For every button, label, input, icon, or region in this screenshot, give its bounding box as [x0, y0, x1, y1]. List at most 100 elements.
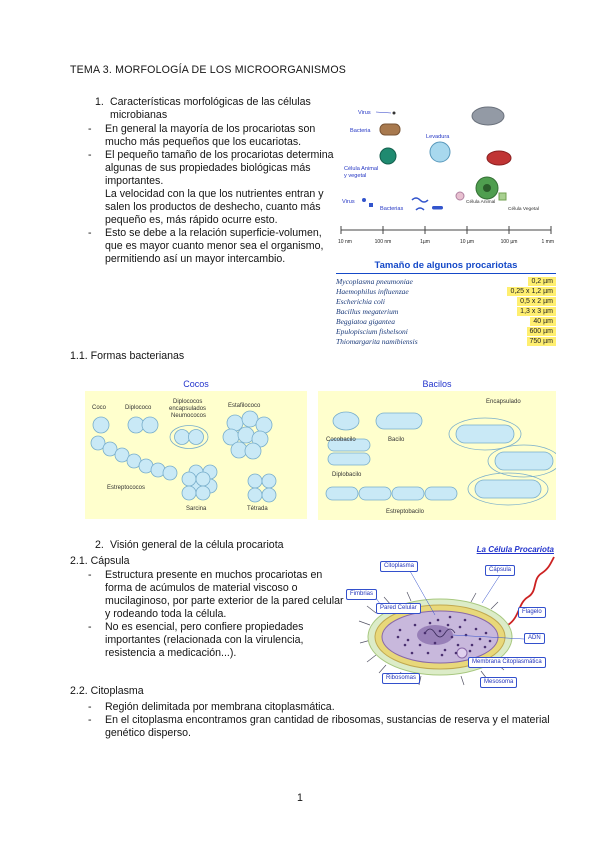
scale-tick-label: 1µm	[420, 239, 430, 245]
virus-icon	[362, 198, 366, 202]
plant-cell-small-icon	[498, 192, 507, 201]
virus-icon	[369, 203, 373, 207]
section-2-1-heading: 2.1. Cápsula	[70, 555, 130, 567]
citoplasma-label: Citoplasma	[380, 561, 419, 572]
plant-cell-small-label: Célula Vegetal	[508, 206, 539, 212]
cell-body	[367, 598, 513, 676]
size-comparison-svg: Virus Bacteria Célula Animal y vegetal L…	[338, 106, 554, 245]
yeast-cell-icon	[429, 141, 451, 163]
organism-name: Mycoplasma pneumoniae	[336, 276, 413, 286]
cocos-svg: Coco Diplococo Diplococos encapsulados N…	[90, 399, 277, 512]
bullet-list: - Región delimitada por membrana citopla…	[70, 701, 556, 740]
bullet-marker: -	[88, 621, 92, 633]
page-number: 1	[297, 792, 303, 804]
bullet-text: No es esencial, pero confiere propiedade…	[105, 621, 304, 659]
organism-name: Beggiatoa gigantea	[336, 316, 395, 326]
table-row: Epulopiscium fishelsoni 600 µm	[336, 326, 556, 336]
document-title: TEMA 3. MORFOLOGÍA DE LOS MICROORGANISMO…	[70, 64, 347, 76]
size-table-title: Tamaño de algunos procariotas	[336, 260, 556, 274]
bacteria-squiggle-icon	[411, 197, 429, 203]
item-number: 2.	[95, 539, 104, 551]
bacilo-label: Bacilo	[388, 437, 405, 443]
bacterias-label: Bacterias	[380, 206, 404, 212]
sarcina-cube-shape	[181, 464, 218, 501]
bullet-marker: -	[88, 714, 92, 726]
estreptobacilo-label: Estreptobacilo	[386, 509, 425, 515]
tetrada-label: Tétrada	[247, 506, 268, 512]
diplobacillus-shape	[327, 438, 371, 466]
bacillus-shape	[375, 412, 423, 430]
streptobacillus-chain-shape	[325, 486, 458, 501]
bullet-list: - En general la mayoría de los procariot…	[70, 123, 342, 266]
bacilos-canvas: Cocobacilo Bacilo Encapsulado Diplobacil…	[318, 391, 561, 520]
virus-bottom-label: Virus	[342, 199, 355, 205]
figure-organism-sizes: Virus Bacteria Célula Animal y vegetal L…	[336, 100, 556, 346]
bacteria-rod-icon	[379, 123, 401, 136]
section-2-2-block: 2.2. Citoplasma - Región delimitada por …	[70, 685, 556, 740]
virus-label: Virus	[358, 110, 371, 116]
section-1-1-heading: 1.1. Formas bacterianas	[70, 350, 185, 362]
bullet-text: En general la mayoría de los procariotas…	[105, 123, 316, 148]
left-labels-group: Virus Bacteria Célula Animal y vegetal	[344, 110, 401, 179]
prokaryote-cell-svg	[358, 556, 555, 686]
ribosomas-label: Ribosomas	[382, 673, 421, 684]
organism-size: 0,2 µm	[528, 276, 556, 286]
organism-size: 0,5 x 2 µm	[517, 296, 556, 306]
bullet-item: - Estructura presente en muchos procario…	[70, 569, 346, 621]
coco-label: Coco	[92, 405, 107, 411]
streptococcus-chain-shape	[90, 435, 178, 481]
mesosoma-label: Mesosoma	[480, 677, 518, 688]
bacilos-labels: Cocobacilo Bacilo Encapsulado Diplobacil…	[326, 399, 521, 515]
plant-cell-nucleus-icon	[483, 184, 491, 192]
organism-name: Epulopiscium fishelsoni	[336, 326, 408, 336]
diplobacilo-label: Diplobacilo	[332, 472, 362, 478]
virus-dot-icon	[392, 111, 396, 115]
green-cell-icon	[379, 147, 397, 165]
item-text: Visión general de la célula procariota	[110, 539, 284, 551]
scale-bar-group: 10 nm 100 nm 1µm 10 µm 100 µm 1 mm	[338, 226, 554, 245]
encapsulado-label: Encapsulado	[486, 399, 521, 405]
bullet-marker: -	[88, 227, 92, 239]
bacteria-rod-icon	[432, 206, 443, 210]
organism-name: Bacillus megaterium	[336, 306, 399, 316]
bullet-marker: -	[88, 149, 92, 161]
bullet-marker: -	[88, 123, 92, 135]
organism-size: 40 µm	[530, 316, 556, 326]
right-organisms-group: Levadura	[426, 106, 512, 200]
bacilos-figure-title: Bacilos	[422, 379, 452, 389]
scale-tick-label: 10 µm	[460, 239, 474, 245]
bullet-text: El pequeño tamaño de los procariotas det…	[105, 149, 334, 226]
size-comparison-art: Virus Bacteria Célula Animal y vegetal L…	[336, 100, 556, 258]
bacteria-label: Bacteria	[350, 128, 371, 134]
numbered-item-2: 2. Visión general de la célula procariot…	[70, 539, 346, 552]
figure-bacilos: Bacilos	[318, 378, 561, 520]
bullet-text: En el citoplasma encontramos gran cantid…	[105, 714, 550, 739]
encapsulated-rods-shape	[448, 417, 561, 506]
table-row: Bacillus megaterium 1,3 x 3 µm	[336, 306, 556, 316]
bullet-text: Esto se debe a la relación superficie-vo…	[105, 227, 324, 265]
bullet-item: - En general la mayoría de los procariot…	[70, 123, 342, 149]
bullet-text: Región delimitada por membrana citoplasm…	[105, 701, 335, 713]
adn-label: ADN	[524, 633, 545, 644]
diplococos-encapsulados-label-1: Diplococos	[173, 399, 202, 405]
organism-name: Escherichia coli	[336, 296, 385, 306]
bullet-marker: -	[88, 569, 92, 581]
estafilococo-label: Estafilococo	[228, 403, 261, 409]
erythrocyte-icon	[486, 150, 512, 166]
pared-celular-label: Pared Celular	[376, 603, 421, 614]
coccus-single-shape	[92, 416, 110, 434]
cell-figure-title: La Célula Procariota	[476, 545, 554, 554]
leader-line	[375, 111, 392, 114]
animal-cell-small-label: Célula Animal	[466, 199, 495, 205]
bullet-list: - Estructura presente en muchos procario…	[70, 569, 346, 660]
gray-protozoan-icon	[471, 106, 505, 126]
scale-tick-label: 100 nm	[375, 239, 392, 245]
bullet-item: - En el citoplasma encontramos gran cant…	[70, 714, 556, 740]
cocos-canvas: Coco Diplococo Diplococos encapsulados N…	[85, 391, 307, 519]
figure-cocos: Cocos	[85, 378, 307, 519]
nucleoid-region	[417, 625, 453, 645]
cell-animal-vegetal-label-1: Célula Animal	[344, 166, 378, 172]
table-row: Beggiatoa gigantea 40 µm	[336, 316, 556, 326]
staphylococcus-cluster-shape	[222, 410, 273, 460]
